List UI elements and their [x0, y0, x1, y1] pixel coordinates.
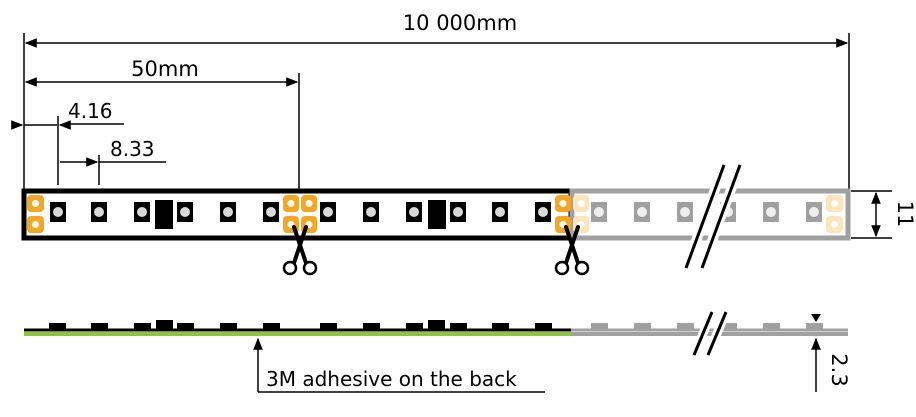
resistor: [428, 200, 446, 229]
thickness-label: 2.3: [827, 353, 851, 386]
led-chip: [634, 202, 650, 222]
double-pitch-label: 8.33: [110, 137, 155, 161]
solder-pad-cut-1: [283, 195, 317, 233]
led-chip: [450, 202, 466, 222]
led-chip: [806, 202, 822, 222]
total-length-label: 10 000mm: [403, 11, 517, 35]
led-chip: [320, 202, 336, 222]
led-chip: [177, 202, 193, 222]
width-label: 11: [893, 201, 916, 228]
led-chips-active: [50, 200, 551, 229]
dimension-led-pitch: 4.16: [11, 99, 124, 185]
resistor: [155, 200, 173, 229]
solder-pad-right: [826, 195, 843, 233]
led-chip: [406, 202, 422, 222]
side-chips-faded: [591, 323, 823, 330]
dimension-cut-segment: 50mm: [24, 57, 300, 192]
adhesive-callout: 3M adhesive on the back: [253, 337, 545, 393]
cut-segment-label: 50mm: [131, 57, 199, 81]
strip-side-view: [24, 310, 848, 357]
led-pitch-label: 4.16: [68, 99, 113, 123]
break-mark-icon: [681, 163, 745, 270]
led-chip: [220, 202, 236, 222]
break-mark-icon: [689, 310, 731, 357]
led-chip: [591, 202, 607, 222]
led-chip: [91, 202, 107, 222]
solder-pad-left: [27, 195, 44, 233]
dimension-thickness: 2.3: [811, 314, 851, 392]
led-chip: [492, 202, 508, 222]
scissors-icon: [282, 225, 318, 276]
side-chips-active: [49, 320, 552, 330]
led-chip: [50, 202, 66, 222]
scissors-icon: [554, 225, 590, 276]
led-chip: [763, 202, 779, 222]
dimension-double-pitch: 8.33: [60, 137, 166, 185]
dimension-total-length: 10 000mm: [23, 11, 850, 190]
adhesive-label: 3M adhesive on the back: [266, 367, 517, 391]
led-chip: [263, 202, 279, 222]
led-chip: [134, 202, 150, 222]
dimension-width: 11: [851, 190, 916, 239]
led-chip: [677, 202, 693, 222]
led-chip: [363, 202, 379, 222]
led-chip: [535, 202, 551, 222]
